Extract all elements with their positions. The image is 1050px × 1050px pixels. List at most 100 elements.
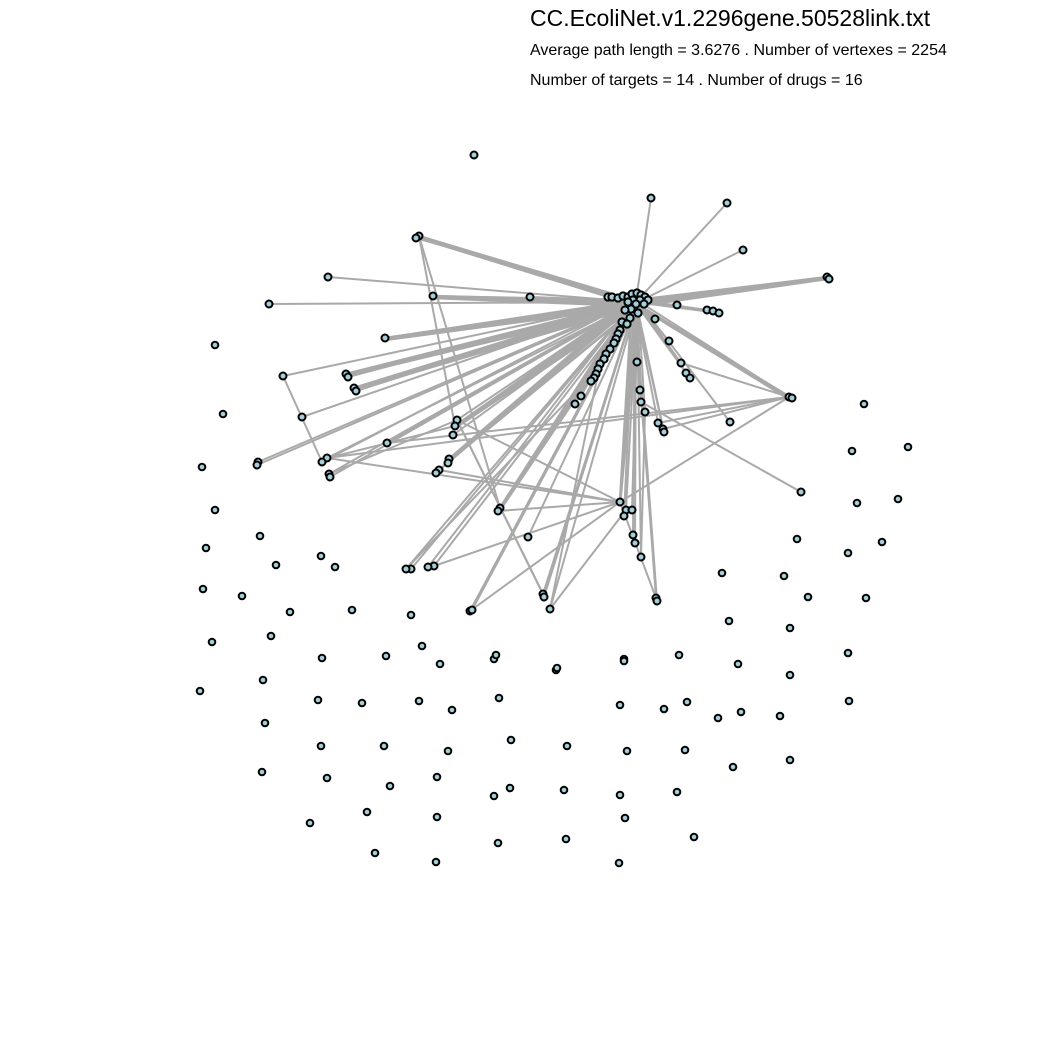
network-node bbox=[664, 336, 674, 346]
node-layer bbox=[195, 150, 913, 868]
network-node bbox=[469, 150, 479, 160]
network-node bbox=[401, 564, 411, 574]
network-edge bbox=[327, 425, 456, 459]
network-node bbox=[493, 838, 503, 848]
network-node bbox=[785, 755, 795, 765]
network-node bbox=[632, 357, 642, 367]
graph-title: CC.EcoliNet.v1.2296gene.50528link.txt bbox=[530, 5, 931, 31]
network-node bbox=[323, 272, 333, 282]
network-node bbox=[676, 358, 686, 368]
network-node bbox=[255, 531, 265, 541]
network-edge bbox=[432, 296, 639, 308]
network-node bbox=[652, 596, 662, 606]
network-node bbox=[494, 693, 504, 703]
network-node bbox=[237, 591, 247, 601]
network-node bbox=[614, 858, 624, 868]
network-node bbox=[877, 537, 887, 547]
network-node bbox=[570, 399, 580, 409]
network-node bbox=[653, 418, 663, 428]
network-node bbox=[636, 552, 646, 562]
network-node bbox=[448, 430, 458, 440]
network-edge bbox=[662, 396, 790, 430]
network-node bbox=[316, 741, 326, 751]
network-node bbox=[893, 494, 903, 504]
network-node bbox=[385, 781, 395, 791]
network-node bbox=[775, 711, 785, 721]
network-node bbox=[628, 530, 638, 540]
network-node bbox=[728, 762, 738, 772]
network-node bbox=[674, 650, 684, 660]
network-node bbox=[417, 641, 427, 651]
network-node bbox=[210, 505, 220, 515]
network-node bbox=[297, 412, 307, 422]
network-node bbox=[379, 741, 389, 751]
network-node bbox=[615, 700, 625, 710]
network-node bbox=[620, 813, 630, 823]
network-node bbox=[725, 417, 735, 427]
network-node bbox=[672, 300, 682, 310]
network-node bbox=[689, 832, 699, 842]
network-node bbox=[576, 391, 586, 401]
network-node bbox=[714, 308, 724, 318]
network-node bbox=[640, 407, 650, 417]
network-node bbox=[411, 233, 421, 243]
network-node bbox=[506, 735, 516, 745]
network-node bbox=[650, 314, 660, 324]
network-edge bbox=[469, 501, 621, 612]
network-edge bbox=[353, 304, 639, 392]
network-node bbox=[713, 713, 723, 723]
network-node bbox=[622, 319, 632, 329]
network-edge bbox=[549, 509, 627, 610]
network-edge bbox=[448, 304, 639, 463]
network-node bbox=[260, 718, 270, 728]
network-node bbox=[322, 773, 332, 783]
network-node bbox=[491, 650, 501, 660]
network-node bbox=[736, 707, 746, 717]
network-node bbox=[738, 245, 748, 255]
network-node bbox=[525, 292, 535, 302]
network-node bbox=[639, 299, 649, 309]
network-node bbox=[785, 670, 795, 680]
network-edge bbox=[637, 304, 790, 401]
network-node bbox=[382, 438, 392, 448]
network-edge bbox=[438, 469, 621, 503]
network-node bbox=[423, 562, 433, 572]
network-node bbox=[859, 399, 869, 409]
network-node bbox=[362, 807, 372, 817]
network-node bbox=[552, 663, 562, 673]
network-edge bbox=[329, 300, 639, 478]
network-node bbox=[615, 790, 625, 800]
network-node bbox=[733, 659, 743, 669]
network-node bbox=[218, 409, 228, 419]
network-node bbox=[414, 696, 424, 706]
network-edge bbox=[418, 235, 501, 509]
network-node bbox=[622, 746, 632, 756]
network-node bbox=[381, 651, 391, 661]
network-edge bbox=[418, 235, 456, 427]
network-node bbox=[207, 637, 217, 647]
network-node bbox=[370, 848, 380, 858]
network-node bbox=[779, 571, 789, 581]
network-edge bbox=[543, 299, 638, 598]
network-edge bbox=[635, 301, 665, 433]
network-node bbox=[586, 376, 596, 386]
network-node bbox=[489, 791, 499, 801]
network-node bbox=[659, 427, 669, 437]
network-node bbox=[432, 772, 442, 782]
network-node bbox=[313, 695, 323, 705]
network-node bbox=[266, 631, 276, 641]
network-node bbox=[796, 487, 806, 497]
network-node bbox=[406, 610, 416, 620]
network-node bbox=[724, 616, 734, 626]
network-node bbox=[380, 333, 390, 343]
network-node bbox=[803, 592, 813, 602]
network-node bbox=[257, 767, 267, 777]
network-node bbox=[627, 505, 637, 515]
network-edge bbox=[549, 363, 601, 610]
network-edge bbox=[405, 368, 599, 570]
network-node bbox=[847, 446, 857, 456]
network-node bbox=[635, 385, 645, 395]
network-node bbox=[505, 783, 515, 793]
network-node bbox=[717, 568, 727, 578]
network-node bbox=[347, 605, 357, 615]
